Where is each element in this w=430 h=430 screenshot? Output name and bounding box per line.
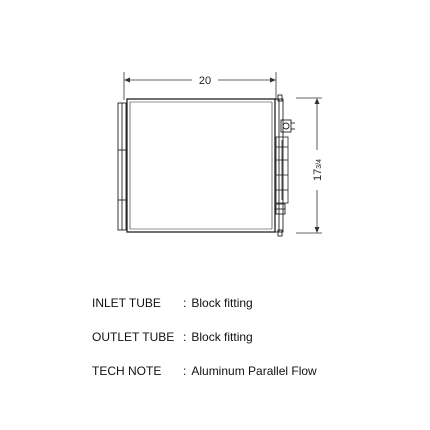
spec-label: OUTLET TUBE <box>92 330 175 344</box>
spec-label: INLET TUBE <box>92 296 161 310</box>
height-fraction: 3/4 <box>316 159 323 169</box>
spec-list: INLET TUBE : Block fitting OUTLET TUBE : B… <box>92 296 412 398</box>
spec-value-group: : Aluminum Parallel Flow <box>183 364 317 378</box>
receiver-drier <box>275 136 289 204</box>
height-label: 17 <box>312 169 324 181</box>
condenser-drawing: 20 173/4 <box>117 72 324 237</box>
spec-value: Aluminum Parallel Flow <box>191 364 317 378</box>
spec-value-group: : Block fitting <box>183 296 253 310</box>
spec-row-tech-note: TECH NOTE : Aluminum Parallel Flow <box>92 364 412 398</box>
spec-colon: : <box>183 330 187 344</box>
height-label-group: 173/4 <box>312 159 324 181</box>
spec-label: TECH NOTE <box>92 364 162 378</box>
right-tank <box>274 94 284 237</box>
width-dimension <box>123 72 277 100</box>
spec-value: Block fitting <box>191 296 253 310</box>
spec-value-group: : Block fitting <box>183 330 253 344</box>
left-tank <box>117 102 127 231</box>
spec-row-outlet: OUTLET TUBE : Block fitting <box>92 330 412 364</box>
spec-colon: : <box>183 364 187 378</box>
spec-colon: : <box>183 296 187 310</box>
condenser-core <box>126 98 276 233</box>
spec-row-inlet: INLET TUBE : Block fitting <box>92 296 412 330</box>
width-label: 20 <box>199 75 211 87</box>
svg-text:173/4: 173/4 <box>312 159 324 181</box>
block-fitting-outlet <box>275 203 286 215</box>
height-dimension <box>296 97 322 234</box>
spec-value: Block fitting <box>191 330 253 344</box>
block-fitting-inlet <box>280 119 295 133</box>
